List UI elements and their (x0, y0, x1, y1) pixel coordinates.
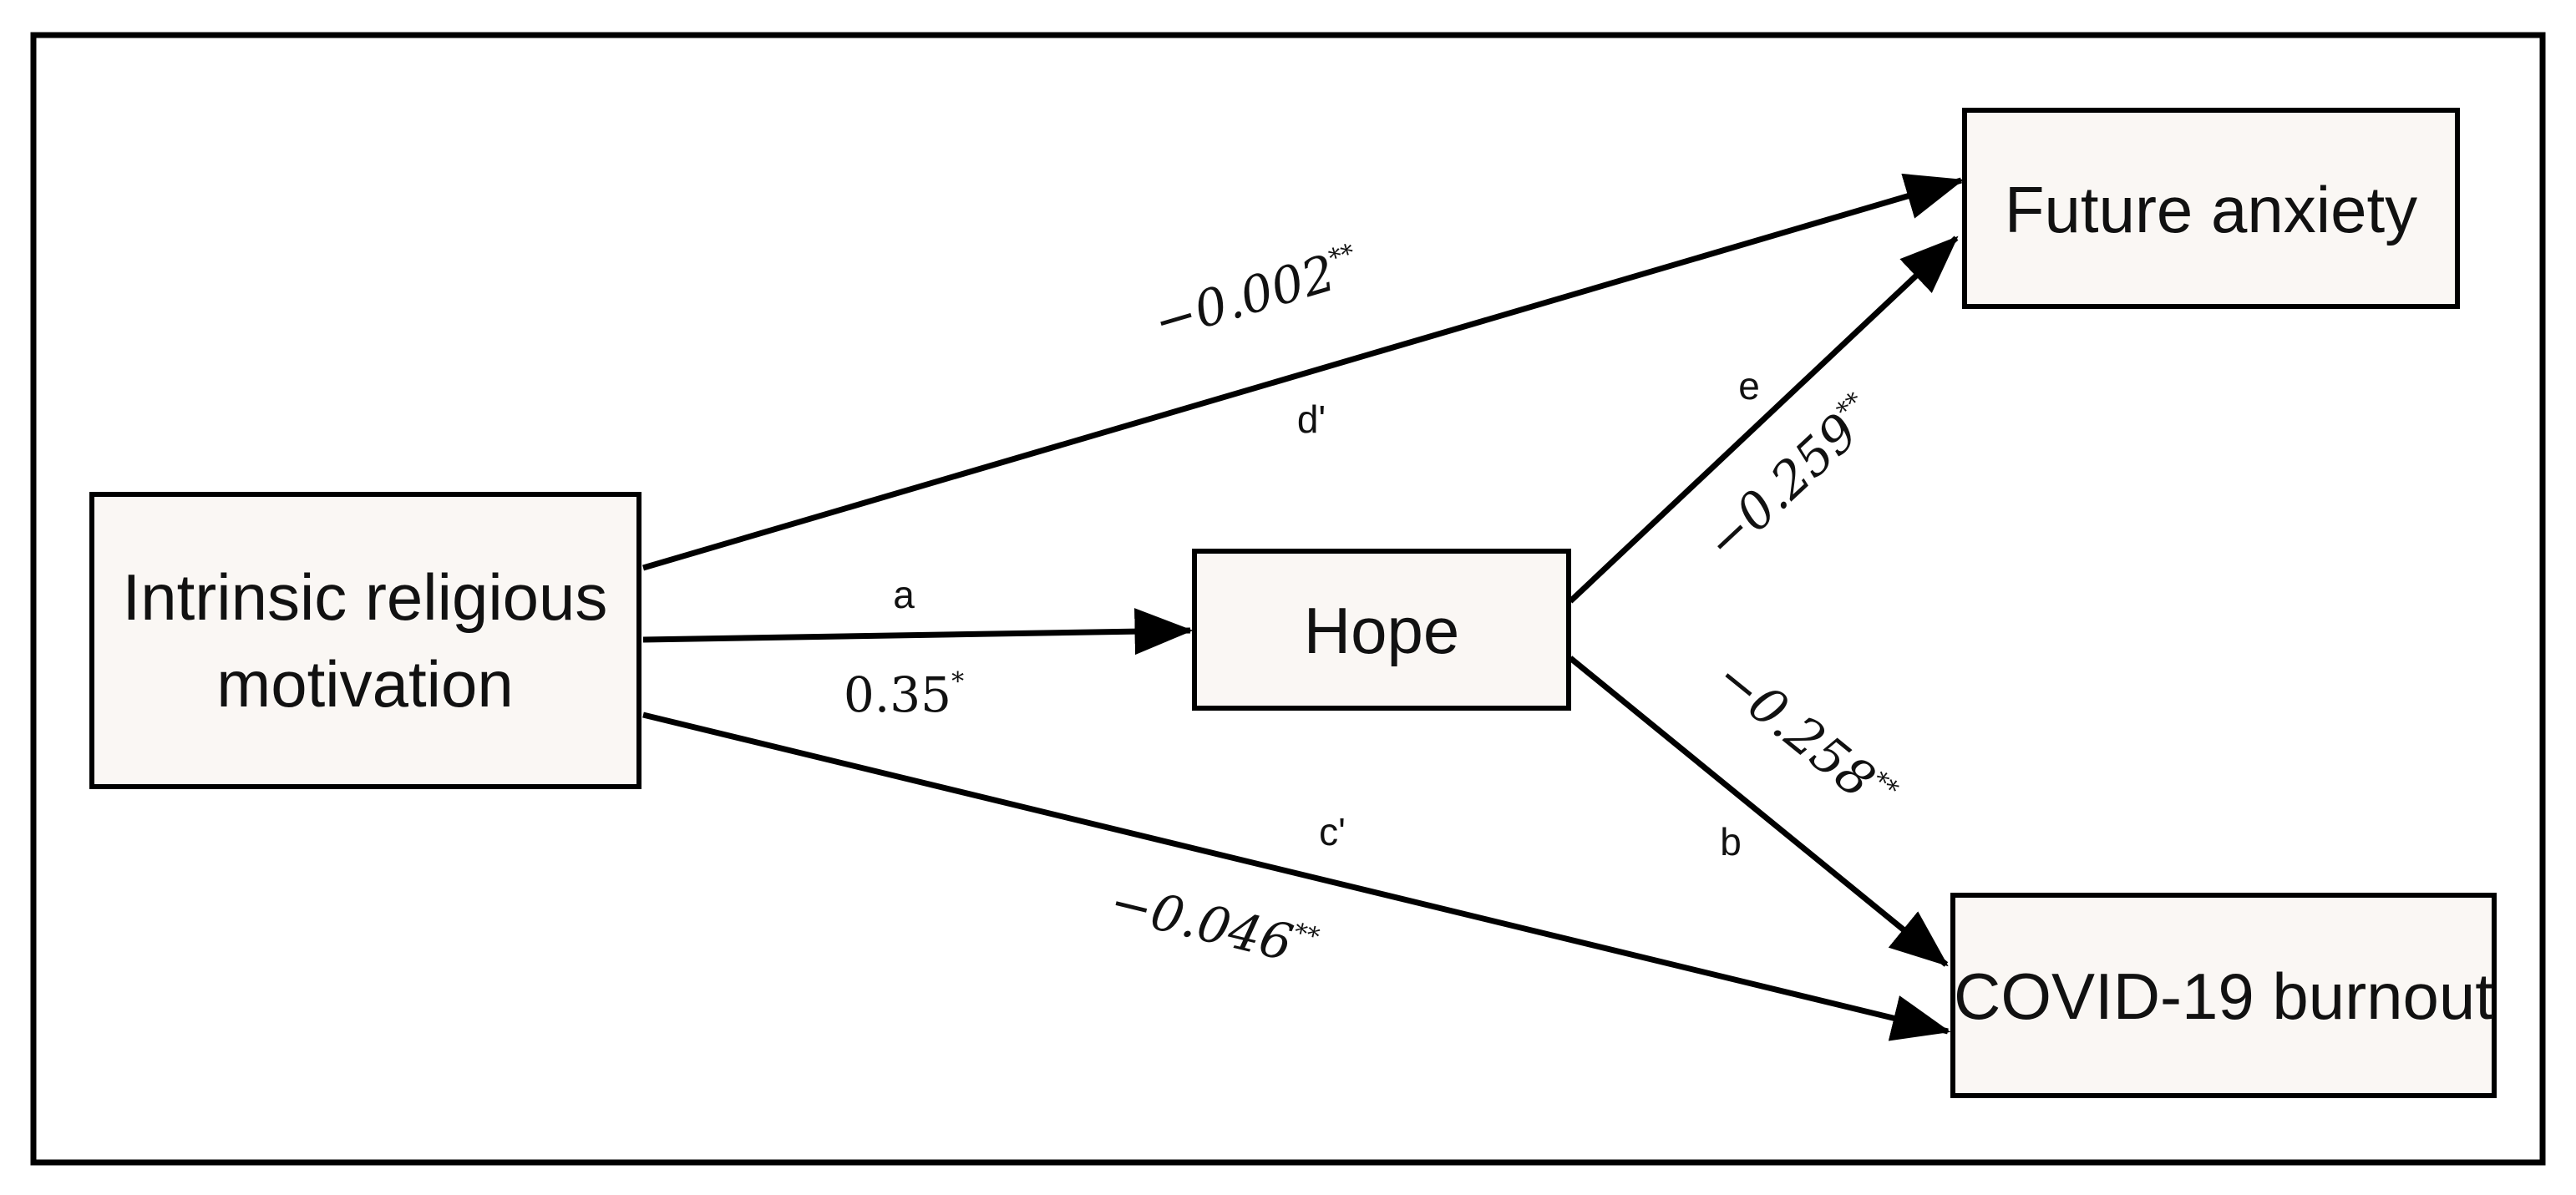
node-covid-19-burnout: COVID-19 burnout (1950, 893, 2497, 1098)
node-intrinsic-religious-motivation: Intrinsic religious motivation (89, 492, 641, 789)
path-d-prime-letter: d' (1297, 397, 1326, 441)
path-a-coefficient: 0.35* (844, 666, 964, 723)
path-c-prime-letter: c' (1319, 810, 1346, 853)
path-b-coefficient: −0.258** (1705, 648, 1905, 826)
path-a-letter: a (893, 573, 915, 616)
edge-b (1568, 656, 1949, 967)
path-e-letter: e (1738, 364, 1760, 408)
path-e-coefficient: −0.259** (1694, 386, 1888, 572)
node-future-anxiety: Future anxiety (1962, 108, 2460, 309)
node-box (1962, 108, 2460, 309)
node-label-line2: motivation (216, 647, 514, 721)
node-label: Future anxiety (2005, 173, 2417, 246)
outer-frame (30, 32, 2546, 1166)
edge-c-prime (642, 711, 1951, 1041)
node-box (1950, 893, 2497, 1098)
edge-e (1568, 235, 1959, 604)
node-label-line1: Intrinsic religious (123, 560, 608, 634)
path-d-prime-coefficient: −0.002** (1148, 237, 1367, 352)
edge-a (642, 608, 1194, 656)
path-b-letter: b (1720, 820, 1742, 863)
edge-d-prime (642, 173, 1965, 571)
node-label: Hope (1304, 594, 1459, 667)
path-c-prime-coefficient: −0.046** (1104, 873, 1322, 979)
node-box (1192, 549, 1571, 711)
node-box (89, 492, 641, 789)
node-label: COVID-19 burnout (1954, 960, 2493, 1033)
node-hope: Hope (1192, 549, 1571, 711)
